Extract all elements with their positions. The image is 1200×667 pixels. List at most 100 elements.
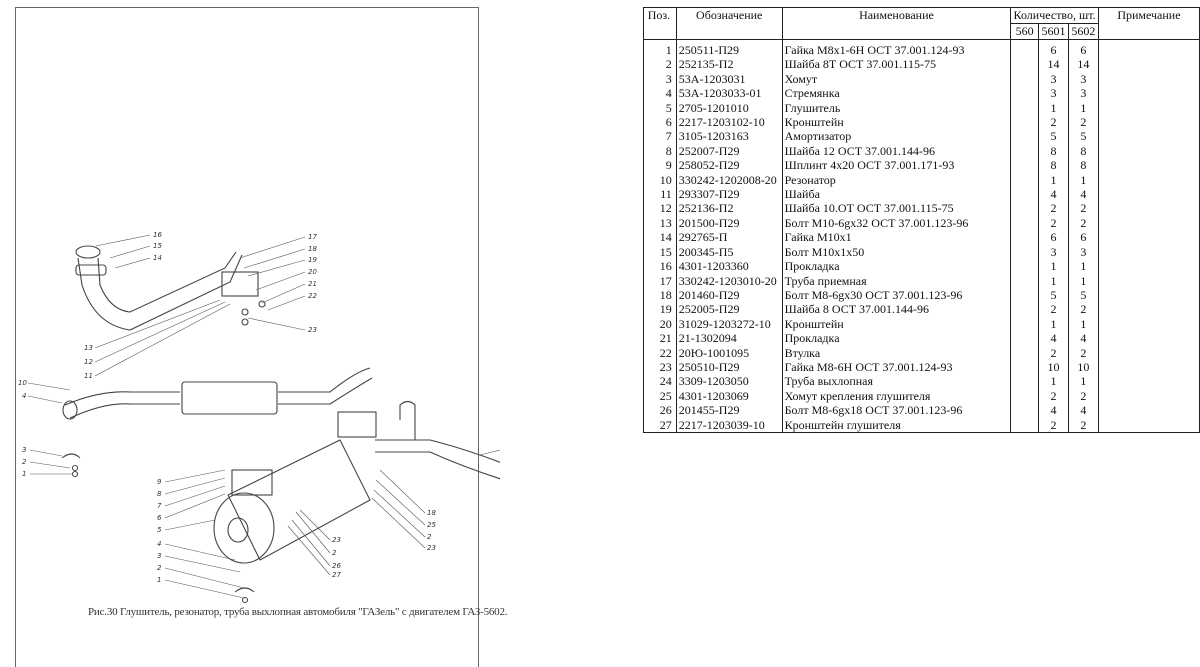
callout-label: 4 (22, 392, 26, 400)
callout-label: 7 (157, 502, 162, 510)
cell-q5601: 6 (1038, 230, 1069, 245)
cell-q5601: 2 (1038, 345, 1069, 360)
cell-q5601: 1 (1038, 374, 1069, 389)
cell-q560 (1010, 230, 1039, 245)
cell-q560 (1010, 100, 1039, 116)
callout-label: 8 (157, 490, 162, 498)
callout-label: 16 (153, 231, 162, 239)
cell-code: 31029-1203272-10 (675, 316, 783, 332)
cell-q5601: 3 (1038, 244, 1069, 260)
cell-name: Амортизатор (781, 129, 1012, 144)
cell-q560 (1010, 158, 1039, 173)
cell-pos: 24 (643, 374, 677, 389)
callout-label: 17 (308, 233, 317, 241)
cell-q5602: 1 (1067, 172, 1099, 188)
callout-label: 10 (18, 379, 27, 387)
cell-q5602: 1 (1067, 273, 1099, 288)
cell-q5602: 4 (1067, 403, 1099, 418)
header-name: Наименование (781, 7, 1012, 40)
callout-label: 5 (157, 526, 162, 534)
cell-pos: 18 (643, 287, 677, 303)
cell-note (1097, 345, 1200, 360)
cell-q560 (1010, 244, 1039, 260)
callout-label: 27 (332, 571, 341, 579)
header-code: Обозначение (675, 7, 783, 40)
callout-label: 25 (427, 521, 436, 529)
cell-code: 3309-1203050 (675, 374, 783, 389)
cell-pos: 16 (643, 259, 677, 274)
cell-name: Шайба 12 ОСТ 37.001.144-96 (781, 143, 1012, 159)
callout-label: 18 (427, 509, 436, 517)
cell-q5601: 1 (1038, 172, 1069, 188)
cell-note (1097, 115, 1200, 130)
callout-label: 14 (153, 254, 162, 262)
callout-label: 26 (332, 562, 341, 570)
cell-q5601: 3 (1038, 86, 1069, 101)
cell-note (1097, 302, 1200, 317)
cell-code: 21-1302094 (675, 331, 783, 346)
cell-q560 (1010, 302, 1039, 317)
cell-q5602: 6 (1067, 230, 1099, 245)
cell-name: Шайба (781, 187, 1012, 202)
cell-q560 (1010, 115, 1039, 130)
cell-q5602: 3 (1067, 244, 1099, 260)
cell-q560 (1010, 57, 1039, 72)
figure-frame (15, 7, 479, 667)
cell-note (1097, 187, 1200, 202)
cell-code: 4301-1203069 (675, 388, 783, 404)
cell-q560 (1010, 417, 1039, 433)
cell-name: Втулка (781, 345, 1012, 360)
cell-pos: 27 (643, 417, 677, 433)
cell-name: Кронштейн (781, 115, 1012, 130)
cell-q5602: 1 (1067, 100, 1099, 116)
cell-pos: 22 (643, 345, 677, 360)
header-pos: Поз. (643, 7, 677, 40)
callout-label: 3 (22, 446, 26, 454)
cell-q5602: 2 (1067, 345, 1099, 360)
cell-q5602: 14 (1067, 57, 1099, 72)
cell-name: Стремянка (781, 86, 1012, 101)
cell-pos: 17 (643, 273, 677, 288)
cell-note (1097, 201, 1200, 216)
cell-q5602: 2 (1067, 417, 1099, 433)
cell-name: Кронштейн глушителя (781, 417, 1012, 433)
cell-q5601: 2 (1038, 388, 1069, 404)
cell-pos: 5 (643, 100, 677, 116)
cell-q560 (1010, 86, 1039, 101)
cell-q5601: 1 (1038, 100, 1069, 116)
cell-pos: 14 (643, 230, 677, 245)
exhaust-system-diagram: 16 15 14 17 18 19 20 21 22 23 13 12 11 1… (18, 231, 500, 604)
cell-code: 252007-П29 (675, 143, 783, 159)
cell-name: Болт М10х1х50 (781, 244, 1012, 260)
callout-label: 18 (308, 245, 317, 253)
cell-q5601: 3 (1038, 71, 1069, 87)
cell-q560 (1010, 71, 1039, 87)
cell-pos: 10 (643, 172, 677, 188)
cell-q5602: 1 (1067, 259, 1099, 274)
callout-label: 22 (308, 292, 317, 300)
cell-q5601: 5 (1038, 287, 1069, 303)
cell-name: Труба выхлопная (781, 374, 1012, 389)
cell-code: 53А-1203031 (675, 71, 783, 87)
cell-q560 (1010, 388, 1039, 404)
cell-q5602: 2 (1067, 115, 1099, 130)
cell-name: Гайка М8-6Н ОСТ 37.001.124-93 (781, 359, 1012, 375)
cell-q5601: 1 (1038, 273, 1069, 288)
cell-note (1097, 143, 1200, 159)
cell-code: 201460-П29 (675, 287, 783, 303)
cell-q5601: 8 (1038, 143, 1069, 159)
cell-pos: 1 (643, 39, 677, 58)
cell-name: Резонатор (781, 172, 1012, 188)
cell-note (1097, 158, 1200, 173)
cell-pos: 11 (643, 187, 677, 202)
cell-q5601: 4 (1038, 331, 1069, 346)
cell-name: Болт М8-6gх18 ОСТ 37.001.123-96 (781, 403, 1012, 418)
